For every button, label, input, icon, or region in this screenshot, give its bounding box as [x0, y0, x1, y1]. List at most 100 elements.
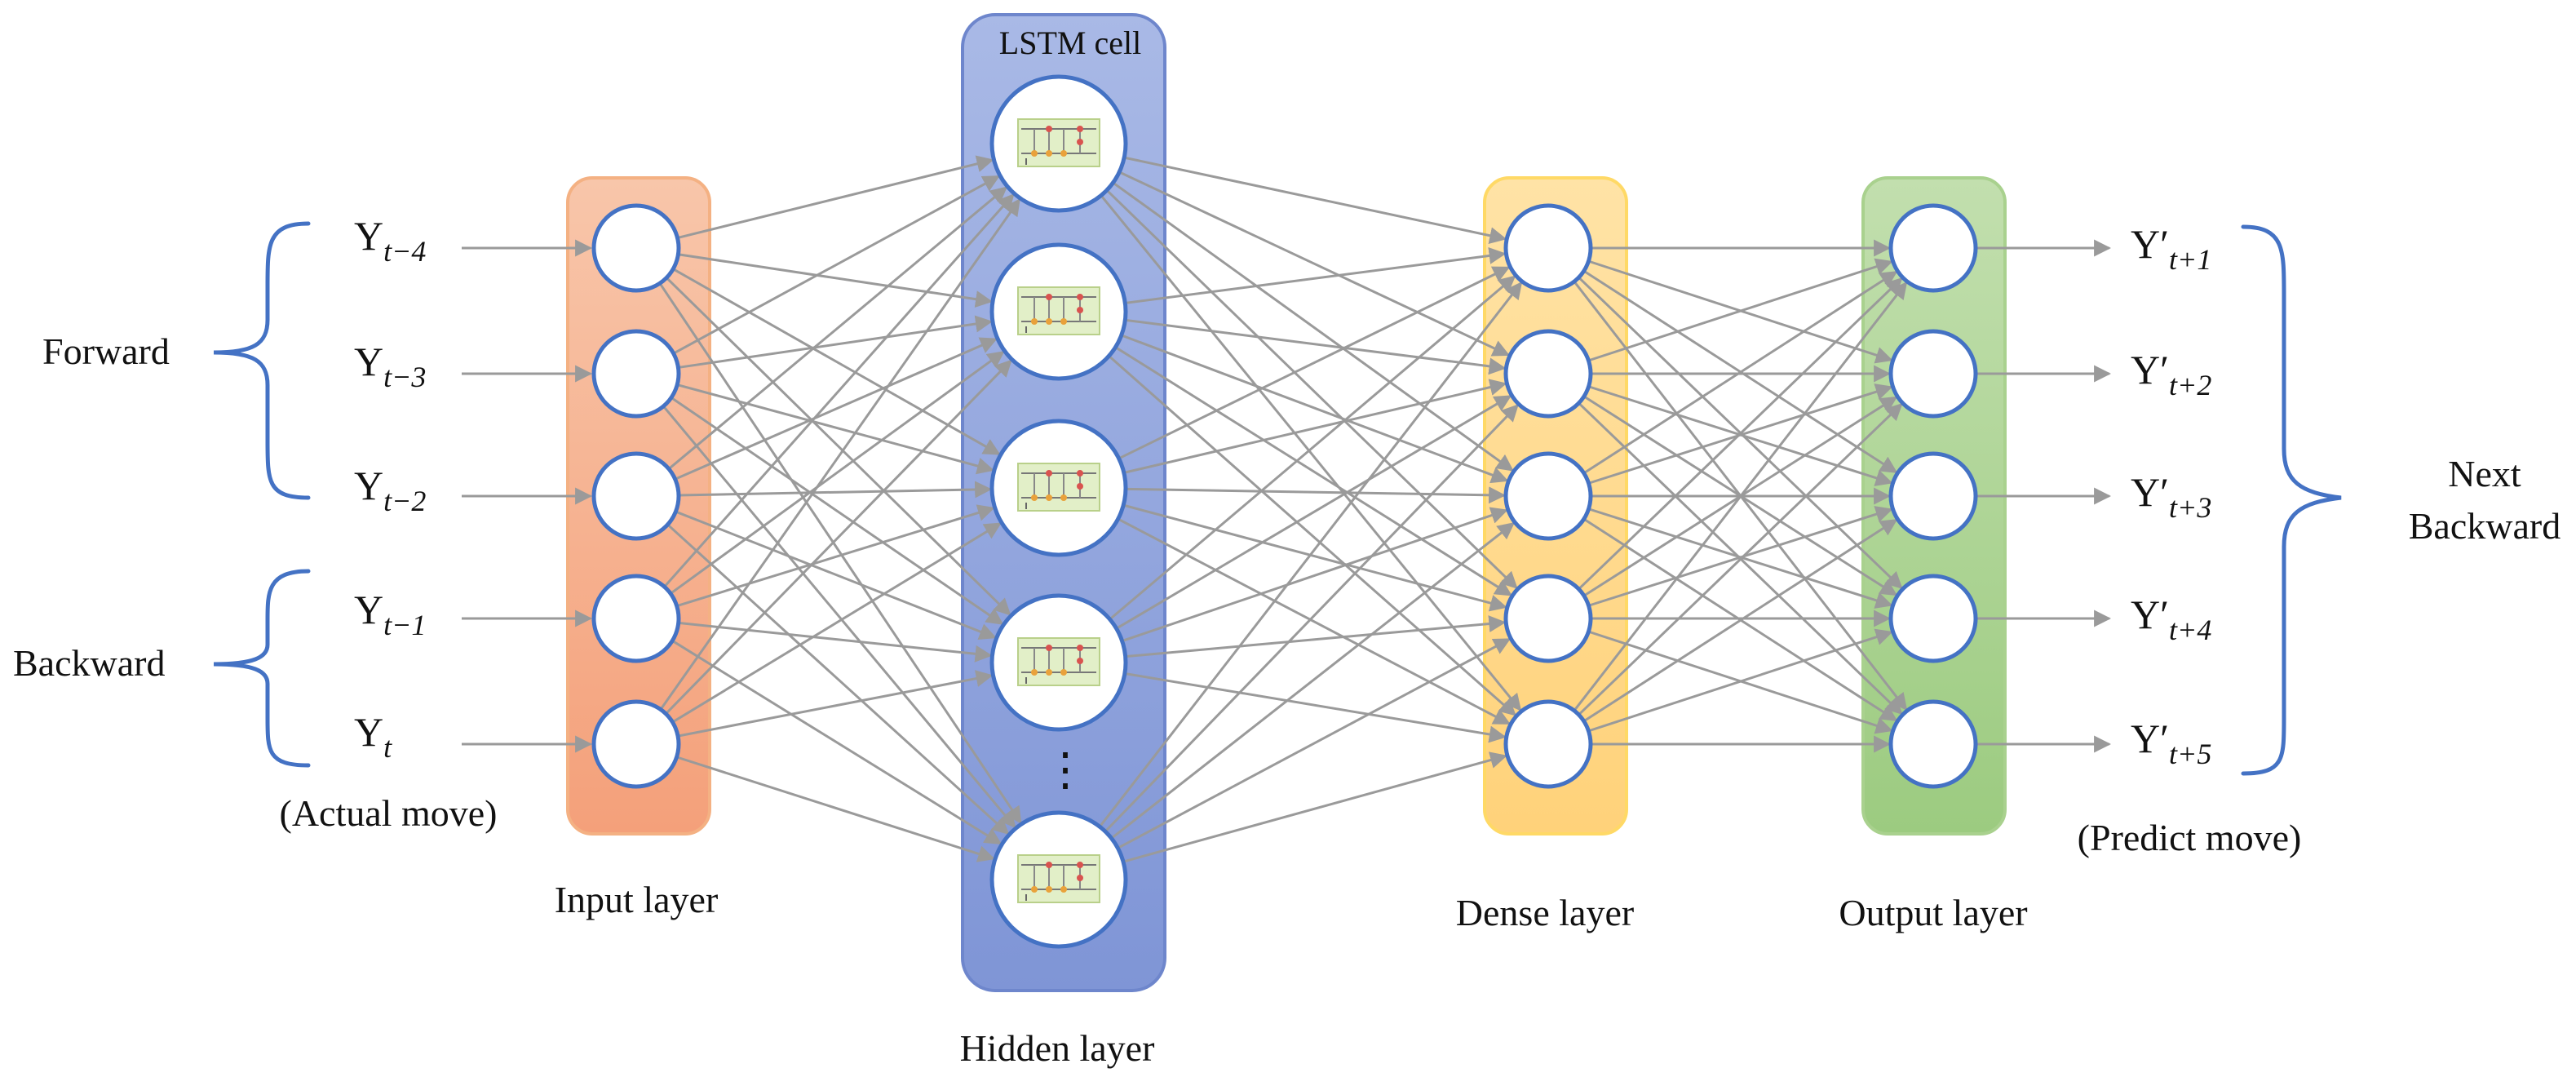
edge-hidden-4-to-dense-4 [1125, 615, 1507, 658]
edge-input-4-to-hidden-2 [670, 351, 1005, 595]
edge-hidden-5-to-dense-3 [1110, 522, 1516, 840]
edge-input-4-to-hidden-1 [663, 193, 1015, 588]
input-node-2 [591, 329, 681, 419]
edge-input-2-to-hidden-1 [672, 175, 1001, 355]
edge-input-4-to-hidden-3 [676, 504, 995, 608]
edge-input-3-to-hidden-1 [667, 186, 1008, 470]
backward-next-label: Backward [2409, 505, 2561, 547]
edge-hidden-5-to-dense-1 [1099, 281, 1523, 828]
edge-input-4-to-hidden-5 [671, 640, 1003, 845]
input-label-y-t-minus-1: Yt−1 [354, 587, 426, 641]
edge-input-1-to-hidden-4 [666, 277, 1011, 616]
output-node-4 [1888, 574, 1978, 663]
edge-input-2-to-hidden-5 [662, 405, 1016, 829]
lstm-schematic-icon [1017, 118, 1100, 167]
edge-input-2-to-hidden-4 [671, 397, 1004, 625]
edge-input-5-to-hidden-3 [671, 522, 1002, 724]
next-backward-brace [2241, 224, 2342, 776]
lstm-cell-1 [989, 74, 1128, 213]
edge-dense-4-to-output-3 [1588, 506, 1893, 607]
edge-input-2-to-hidden-3 [676, 383, 994, 475]
output-label-y-t-plus-1: Y′t+1 [2131, 221, 2211, 276]
lstm-schematic-icon [1017, 854, 1100, 903]
io-arrows [462, 239, 2112, 753]
edge-dense-2-to-output-1 [1587, 258, 1893, 362]
edge-hidden-3-to-dense-2 [1123, 379, 1507, 474]
edge-hidden-2-to-dense-2 [1125, 318, 1507, 375]
edge-hidden-3-to-dense-4 [1122, 503, 1507, 612]
output-node-2 [1888, 329, 1978, 419]
edge-input-1-to-hidden-5 [658, 282, 1022, 824]
lstm-schematic-icon [1017, 286, 1100, 335]
next-label: Next [2448, 453, 2521, 494]
edge-input-1-to-hidden-2 [678, 253, 994, 308]
dense-layer-label: Dense layer [1456, 892, 1634, 933]
dense-node-5 [1503, 699, 1593, 789]
input-label-y-t-minus-3: Yt−3 [354, 339, 426, 393]
dense-node-2 [1503, 329, 1593, 419]
edge-input-5-to-hidden-1 [659, 197, 1020, 711]
edge-dense-4-to-output-1 [1578, 277, 1903, 591]
output-node-5 [1888, 699, 1978, 789]
input-label-y-t-minus-2: Yt−2 [354, 463, 426, 517]
edge-hidden-1-to-dense-3 [1112, 181, 1514, 472]
edge-input-3-to-hidden-5 [666, 523, 1010, 835]
edge-input-1-to-hidden-1 [677, 155, 994, 239]
edge-hidden-4-to-dense-2 [1115, 395, 1512, 630]
input-node-5 [591, 699, 681, 789]
edge-hidden-5-to-dense-5 [1122, 751, 1507, 863]
edge-hidden-2-to-dense-5 [1108, 355, 1517, 716]
edge-hidden-2-to-dense-4 [1114, 346, 1513, 596]
edge-hidden-2-to-dense-1 [1125, 246, 1507, 304]
output-layer-label: Output layer [1839, 892, 2027, 933]
edge-input-5-to-hidden-4 [677, 670, 994, 738]
lstm-cell-5 [989, 810, 1128, 949]
output-label-y-t-plus-2: Y′t+2 [2131, 347, 2211, 401]
output-node-3 [1888, 451, 1978, 541]
backward-label: Backward [13, 642, 165, 684]
dense-node-4 [1503, 574, 1593, 663]
edge-input-5-to-hidden-5 [676, 756, 996, 862]
edge-dense-5-to-output-3 [1582, 518, 1898, 723]
output-label-y-t-plus-3: Y′t+3 [2131, 469, 2211, 524]
forward-brace [213, 221, 311, 500]
edge-dense-5-to-output-4 [1587, 628, 1893, 733]
edge-input-1-to-hidden-3 [672, 268, 1001, 455]
edge-dense-5-to-output-2 [1578, 402, 1903, 716]
actual-move-label: (Actual move) [280, 792, 498, 834]
edge-hidden-3-to-dense-3 [1125, 486, 1507, 504]
edge-hidden-1-to-dense-5 [1100, 194, 1522, 711]
dense-node-1 [1503, 203, 1593, 293]
lstm-cell-3 [989, 419, 1128, 557]
lstm-cell-2 [989, 242, 1128, 381]
edge-hidden-5-to-dense-2 [1104, 404, 1519, 833]
backward-brace [213, 569, 311, 768]
output-node-1 [1888, 203, 1978, 293]
edge-hidden-2-to-dense-3 [1121, 334, 1509, 484]
lstm-cell-label: LSTM cell [999, 24, 1141, 61]
edge-input-3-to-hidden-4 [675, 510, 997, 641]
edge-hidden-1-to-dense-2 [1118, 171, 1511, 357]
edge-hidden-5-to-dense-4 [1117, 638, 1512, 849]
edge-input-4-to-hidden-4 [678, 621, 993, 663]
input-layer-label: Input layer [555, 879, 719, 920]
edge-hidden-4-to-dense-5 [1124, 672, 1507, 743]
edge-hidden-4-to-dense-3 [1122, 507, 1508, 643]
input-node-4 [591, 574, 681, 663]
input-label-y-t: Yt [354, 709, 392, 764]
input-node-3 [591, 451, 681, 541]
dense-node-3 [1503, 451, 1593, 541]
edge-input-2-to-hidden-2 [678, 315, 993, 369]
edge-hidden-1-to-dense-4 [1105, 189, 1518, 589]
neuron-nodes [591, 74, 1978, 949]
lstm-schematic-icon [1017, 637, 1100, 686]
edge-hidden-3-to-dense-5 [1117, 517, 1512, 725]
edge-dense-5-to-output-1 [1573, 281, 1908, 711]
input-node-1 [591, 203, 681, 293]
connection-edges [658, 155, 1908, 863]
edge-input-3-to-hidden-2 [675, 337, 998, 481]
output-label-y-t-plus-4: Y′t+4 [2131, 592, 2211, 646]
hidden-ellipsis: ⋮ [1042, 745, 1088, 796]
output-label-y-t-plus-5: Y′t+5 [2131, 716, 2211, 770]
